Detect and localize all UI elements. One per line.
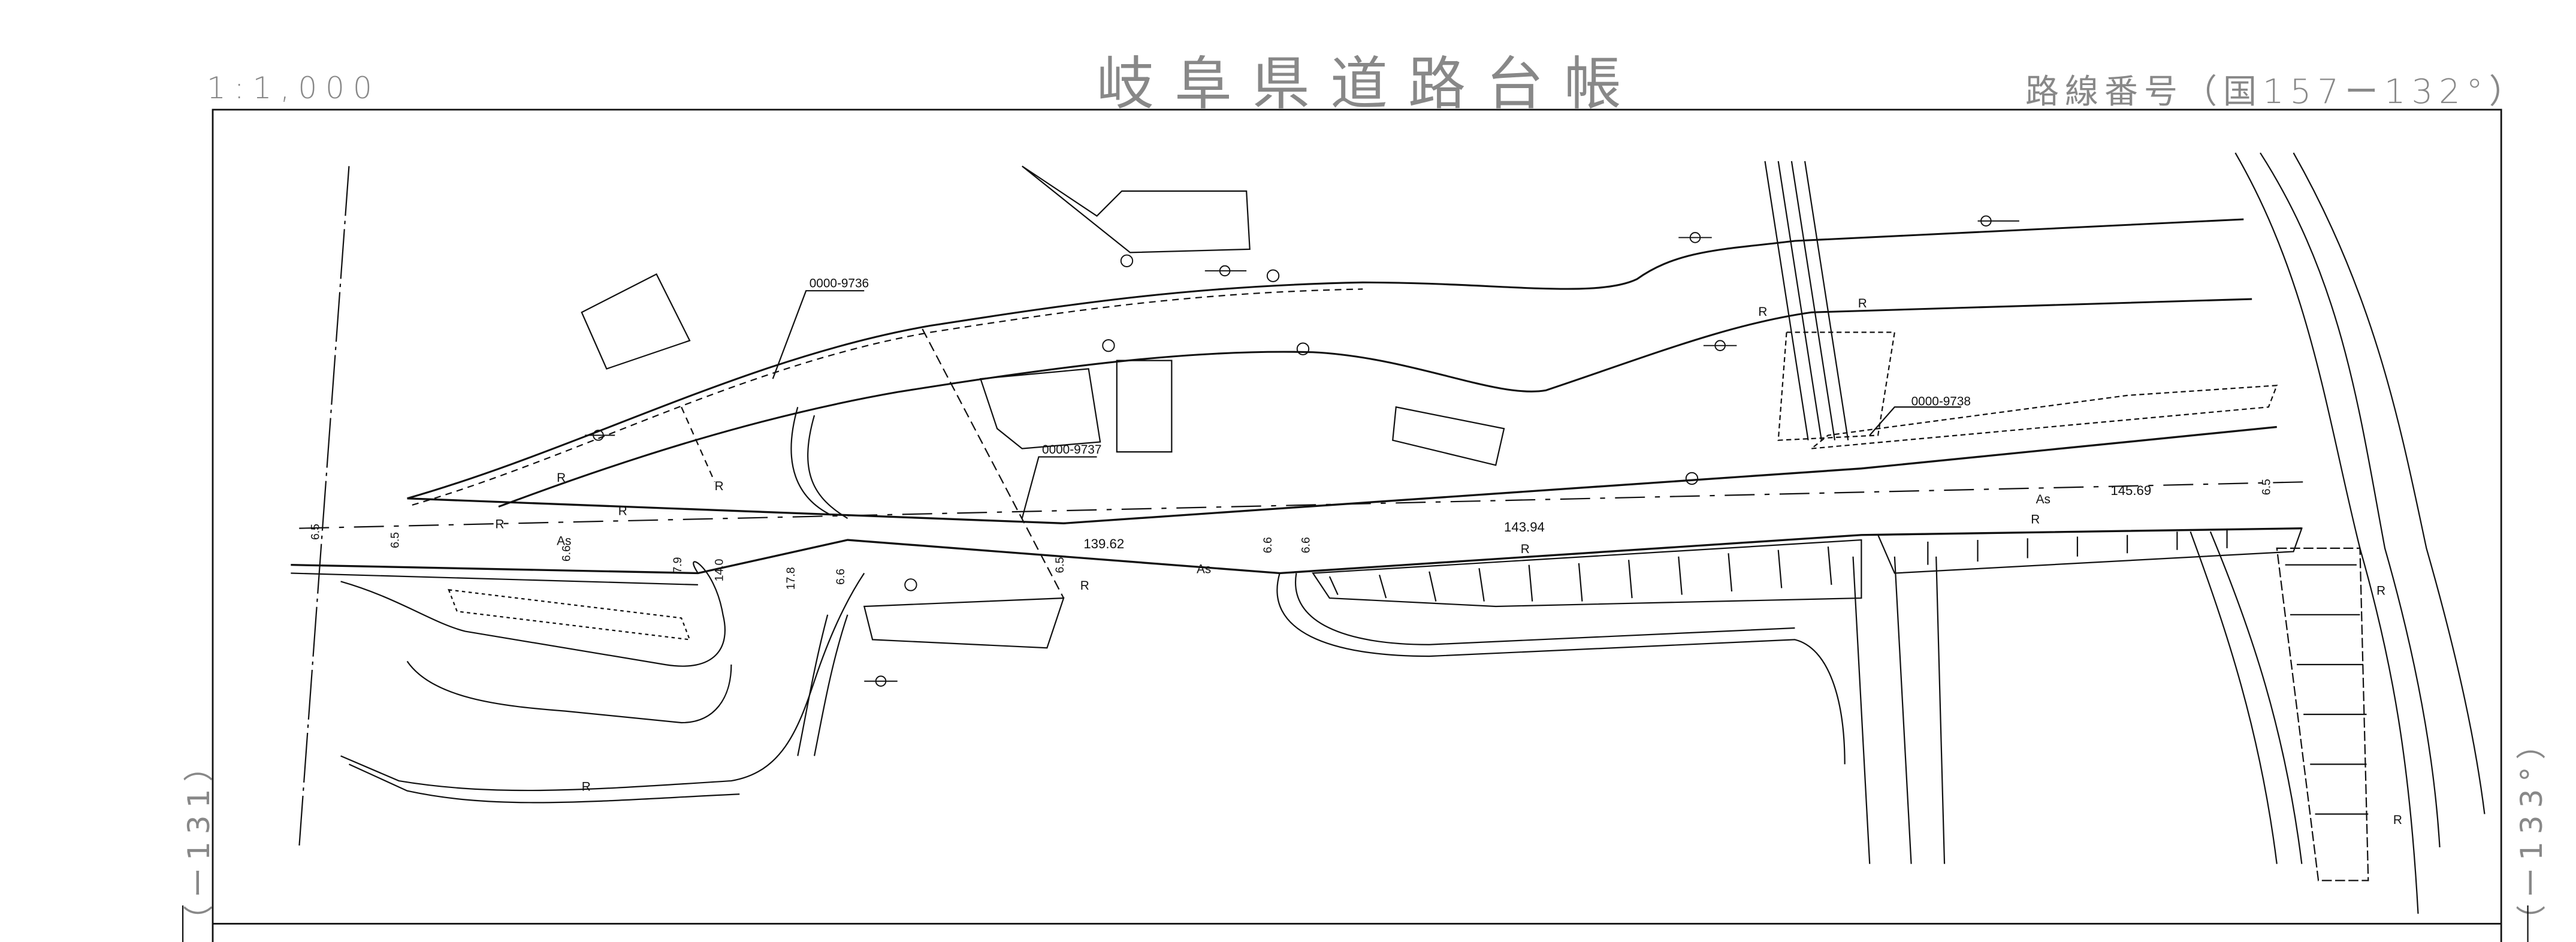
embankment [448,588,691,641]
curb-label: R [1858,297,1867,310]
embankment-right [2276,547,2369,881]
surface-label: As [2036,493,2050,506]
width-dimension: 6.5 [309,524,322,540]
route-number: 路線番号（国157ー132°） [2025,73,2529,111]
north-road-inner [498,298,2252,508]
north-road-outer-dash [412,288,1363,506]
river-bank [2260,152,2441,848]
curb-label: R [557,471,566,485]
elevation-label: 143.94 [1504,520,1545,535]
curb-label: R [2393,813,2402,827]
parcel-label: 0000-9737 [1042,443,1101,457]
boundary-line [298,166,350,848]
road-centerline [299,481,2311,529]
width-dimension: 6.6 [1261,537,1275,553]
curb-label: R [2031,512,2040,526]
curb-label: R [496,518,505,532]
embankment [863,597,1065,649]
width-dimension: 6.6 [834,569,847,585]
curb-label: R [2376,584,2385,598]
lower-left-road [406,660,732,724]
south-road [1276,573,1846,765]
curb-label: R [715,479,724,493]
width-dimension: 17.8 [784,567,798,590]
cross-line [681,406,715,482]
bridge-south [1852,556,1946,864]
curb-label: R [618,504,627,518]
side-road [2190,531,2303,864]
north-road-outer [407,218,2244,500]
width-dimension: 6.5 [2260,479,2273,495]
pole-symbols [585,215,2019,687]
width-dimension: 7.9 [671,557,684,573]
curb-label: R [1758,305,1767,319]
railway [1764,161,1849,440]
leader-line [1021,456,1097,519]
parcel-label: 0000-9738 [1911,394,1971,408]
lower-left-road [340,561,726,667]
page-title: 岐阜県道路台帳 [1097,50,1642,117]
leader-line [1869,406,1961,436]
sheet-edge-line [182,905,2529,942]
crossing-road [790,406,848,519]
curb-label: R [582,780,591,794]
surface-label: As [557,534,571,548]
embankment-north [1809,384,2278,450]
embankment [1877,527,2303,574]
bridge-abutment [1777,331,1896,441]
building [1116,360,1173,453]
building [1392,406,1505,466]
river-bank [2234,152,2419,914]
river-bank [2293,152,2486,814]
width-dimension: 14.0 [712,558,726,581]
hatching [1328,530,2228,602]
width-dimension: 6.5 [389,532,402,548]
lower-left-road [340,572,865,792]
road-edge-south [291,527,2302,575]
leader-line [772,290,865,379]
embankment [1312,539,1862,608]
surface-label: As [1197,563,1211,576]
lower-left-road [348,763,740,804]
width-dimension: 6.6 [560,545,573,561]
curb-label: R [1521,542,1530,556]
parcel-label: 0000-9736 [810,277,869,291]
building [1022,165,1251,253]
width-dimension: 6.6 [1300,537,1313,553]
scale-label: 1:1,000 [207,71,380,105]
road-edge-north [407,425,2277,524]
cross-line [922,328,1065,599]
elevation-label: 139.62 [1083,536,1124,551]
elevation-label: 145.69 [2110,483,2151,498]
hatching [2285,564,2369,815]
frame-border [212,108,2502,942]
building [581,273,691,370]
road-edge-south-2 [291,572,698,586]
width-dimension: 6.5 [1053,557,1067,573]
building [979,368,1101,449]
curb-label: R [1080,579,1089,593]
crossing-road [797,614,848,756]
